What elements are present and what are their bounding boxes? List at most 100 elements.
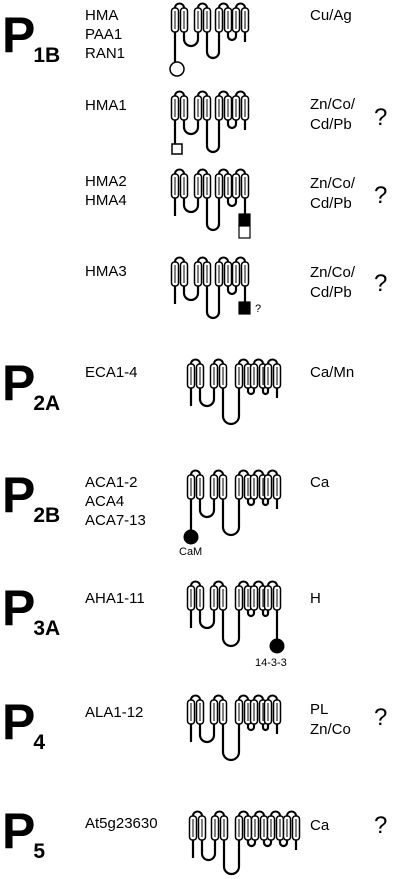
family-label-p4: P4 <box>2 694 46 754</box>
gene-name: ACA4 <box>85 493 125 510</box>
extracellular-loop <box>235 2 246 9</box>
cytoplasmic-loop <box>205 286 221 320</box>
unknown-specificity-mark-hma3: ? <box>374 270 388 297</box>
extracellular-loop <box>218 256 229 263</box>
cytoplasmic-loop <box>226 198 238 208</box>
ion-specificity-hma3: Zn/Co/Cd/Pb <box>310 264 356 301</box>
extracellular-loop <box>213 694 224 701</box>
cytoplasmic-loop <box>182 286 200 302</box>
domain-label-14-3-3: 14-3-3 <box>255 657 287 669</box>
unknown-specificity-mark-p5: ? <box>374 812 388 839</box>
cytoplasmic-loop <box>198 724 216 744</box>
extracellular-loop <box>174 256 185 263</box>
metal-binding-domain-open-square <box>171 143 183 155</box>
extracellular-loop <box>270 810 281 817</box>
unknown-specificity-mark-hma1: ? <box>374 104 388 131</box>
cytoplasmic-loop <box>222 840 241 876</box>
ion-specificity-p5: Ca <box>310 817 330 834</box>
cytoplasmic-loop <box>182 120 200 136</box>
cytoplasmic-loop <box>246 610 256 618</box>
cytoplasmic-loop <box>246 499 256 507</box>
ion-specificity-p3a: H <box>310 590 321 607</box>
gene-name: HMA <box>85 7 119 24</box>
cytoplasmic-loop <box>226 286 238 296</box>
extracellular-loop <box>235 90 246 97</box>
gene-name: ALA1-12 <box>85 704 144 721</box>
extracellular-loop <box>238 810 249 817</box>
gene-name: At5g23630 <box>85 815 158 832</box>
extracellular-loop <box>267 469 278 476</box>
extracellular-loop <box>286 810 297 817</box>
extracellular-loop <box>190 580 201 587</box>
extracellular-loop <box>190 358 201 365</box>
cytoplasmic-loop <box>226 120 238 130</box>
calmodulin-binding-domain <box>183 529 199 545</box>
gene-list-aca: ACA1-2 ACA4 ACA7-13 <box>85 473 146 530</box>
extracellular-loop <box>197 2 208 9</box>
extracellular-loop <box>190 694 201 701</box>
extracellular-loop <box>174 90 185 97</box>
c-terminal-domain-open <box>238 225 251 239</box>
gene-name: ACA7-13 <box>85 512 146 529</box>
cytoplasmic-loop <box>200 840 217 862</box>
family-label-p2b: P2B <box>2 467 61 527</box>
unknown-specificity-mark-hma2-hma4: ? <box>374 182 388 209</box>
gene-name: HMA4 <box>85 192 127 209</box>
gene-name: ECA1-4 <box>85 364 138 381</box>
gene-list-ala: ALA1-12 <box>85 703 143 722</box>
extracellular-loop <box>253 469 264 476</box>
ion-specificity-p2b: Ca <box>310 474 330 491</box>
family-label-p2a: P2A <box>2 355 61 415</box>
extracellular-loop <box>253 694 264 701</box>
extracellular-loop <box>253 358 264 365</box>
extracellular-loop <box>238 694 249 701</box>
gene-list-hma3: HMA3 <box>85 262 127 281</box>
extracellular-loop <box>267 358 278 365</box>
gene-name: HMA2 <box>85 173 127 190</box>
c-terminal-domain-filled <box>238 301 251 315</box>
cytoplasmic-loop <box>246 724 256 732</box>
extracellular-loop <box>213 580 224 587</box>
extracellular-loop <box>267 694 278 701</box>
family-label-p5: P5 <box>2 803 46 863</box>
extracellular-loop <box>213 469 224 476</box>
c-terminal-domain-filled <box>238 213 251 227</box>
cytoplasmic-loop <box>261 724 270 732</box>
cytoplasmic-loop <box>221 724 241 762</box>
extracellular-loop <box>192 810 203 817</box>
cytoplasmic-loop <box>205 120 221 154</box>
domain-label-calmodulin: CaM <box>179 546 203 558</box>
cytoplasmic-loop <box>205 32 221 60</box>
cytoplasmic-loop <box>182 32 200 48</box>
extracellular-loop <box>254 810 265 817</box>
family-label-p3a: P3A <box>2 580 61 640</box>
cytoplasmic-loop <box>261 610 270 618</box>
ion-specificity-p2a: Ca/Mn <box>310 364 355 381</box>
extracellular-loop <box>213 358 224 365</box>
cytoplasmic-loop <box>182 198 200 214</box>
cytoplasmic-loop <box>198 499 216 519</box>
cytoplasmic-loop <box>221 499 241 537</box>
c-terminal-14-3-3-binding-domain <box>269 638 285 654</box>
family-label-p1b: P1B <box>2 7 61 67</box>
extracellular-loop <box>218 168 229 175</box>
unknown-specificity-mark-p4: ? <box>374 704 388 731</box>
gene-list-eca: ECA1-4 <box>85 363 138 382</box>
cytoplasmic-loop <box>221 610 241 648</box>
cytoplasmic-loop <box>198 388 216 408</box>
cytoplasmic-loop <box>261 499 270 507</box>
extracellular-loop <box>197 168 208 175</box>
gene-list-hma: HMA PAA1 RAN1 <box>85 6 125 63</box>
extracellular-loop <box>218 90 229 97</box>
cytoplasmic-loop <box>221 388 241 426</box>
extracellular-loop <box>174 2 185 9</box>
extracellular-loop <box>267 580 278 587</box>
extracellular-loop <box>218 2 229 9</box>
extracellular-loop <box>197 256 208 263</box>
gene-name: HMA1 <box>85 97 127 114</box>
ion-specificity-p1b-a: Cu/Ag <box>310 7 352 24</box>
cytoplasmic-loop <box>278 840 289 848</box>
ion-specificity-hma2-hma4: Zn/Co/Cd/Pb <box>310 175 356 212</box>
